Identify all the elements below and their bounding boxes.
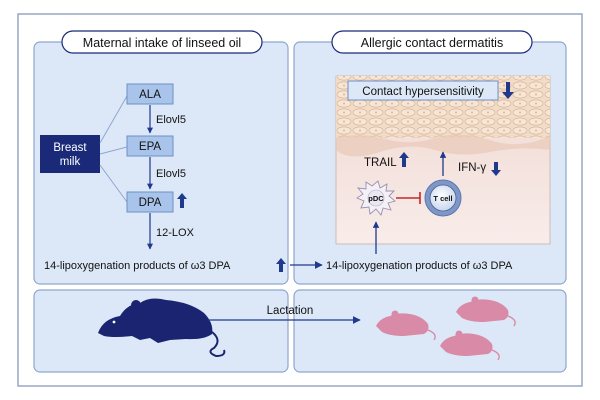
dam-mouse-icon [98, 298, 226, 358]
breast-milk-label-2: milk [60, 156, 81, 168]
ifn-gamma-label: IFN-γ [458, 162, 486, 174]
right-panel-title: Allergic contact dermatitis [361, 36, 503, 50]
contact-hypersensitivity-box [347, 80, 499, 101]
enzyme-elovl5-1: Elovl5 [156, 114, 186, 126]
ala-label: ALA [139, 89, 161, 101]
left-title-pill [61, 30, 263, 54]
lactation-label: Lactation [267, 305, 314, 317]
enzyme-elovl5-2: Elovl5 [156, 168, 186, 180]
products-increase-arrow-icon [276, 258, 286, 272]
right-title-pill [331, 30, 533, 54]
breast-milk-label-1: Breast [53, 142, 87, 154]
connector-milk-dpa [99, 164, 128, 203]
epa-box [126, 135, 174, 157]
products-right-label: 14-lipoxygenation products of ω3 DPA [326, 260, 513, 272]
trail-increase-arrow-icon [399, 152, 409, 167]
products-left-label: 14-lipoxygenation products of ω3 DPA [44, 260, 231, 272]
pup-icon-1 [376, 310, 436, 341]
tcell-inner [429, 184, 457, 212]
connector-milk-ala [99, 95, 128, 144]
enzyme-12-lox: 12-LOX [156, 227, 195, 239]
hypersensitivity-decrease-arrow-icon [502, 82, 514, 99]
ifn-decrease-arrow-icon [491, 162, 501, 176]
connector-milk-epa [99, 146, 128, 155]
breast-milk-box [40, 135, 100, 173]
dpa-label: DPA [139, 197, 162, 209]
dpa-box [126, 191, 174, 213]
contact-hypersensitivity-label: Contact hypersensitivity [362, 86, 484, 98]
pdc-label: pDC [368, 194, 384, 203]
pup-icon-3 [440, 330, 500, 361]
left-panel-title: Maternal intake of linseed oil [83, 36, 241, 50]
dpa-increase-arrow-icon [177, 193, 187, 208]
epa-label: EPA [139, 141, 161, 153]
trail-label: TRAIL [364, 157, 397, 169]
ala-box [126, 83, 174, 105]
pdc-cell [356, 180, 396, 216]
pup-icon-2 [456, 296, 516, 327]
tcell-label: T cell [433, 194, 452, 203]
